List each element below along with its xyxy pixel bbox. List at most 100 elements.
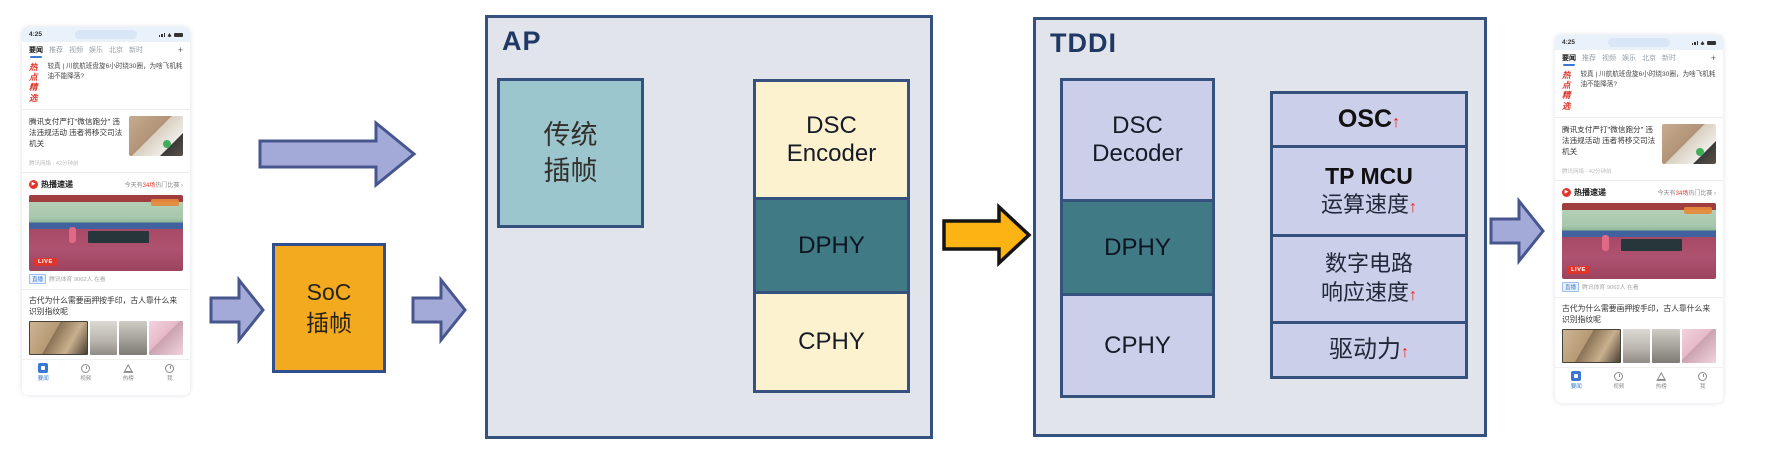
legacy-frame-insertion-box: 传统 插帧	[497, 78, 644, 228]
benefit-tp-mcu: TP MCU 运算速度↑	[1270, 145, 1468, 237]
battery-icon	[1707, 40, 1716, 45]
hot-picks-badge: 热点 精选	[1562, 70, 1571, 111]
hot-picks-row: 热点 精选 较真 | 川航航班盘旋6小时绕30圈，为啥飞机耗油不能降落?	[1555, 64, 1723, 115]
tddi-title: TDDI	[1050, 28, 1117, 58]
soc-label-line2: 插帧	[306, 310, 352, 336]
tab-top-news: 要闻	[29, 47, 43, 58]
ping-pong-table	[87, 231, 150, 244]
ap-block: AP 传统 插帧 DSC Encoder DPHY CPHY	[485, 15, 933, 439]
match-count: 34场	[1675, 190, 1689, 197]
news-icon	[1571, 371, 1582, 382]
tab-beijing: 北京	[109, 47, 123, 54]
benefit-tp-mcu-sub: 运算速度	[1320, 192, 1409, 218]
tddi-phy-stack: DSC Decoder DPHY CPHY	[1060, 78, 1215, 398]
phone-screenshot-right: 4:25 要闻 推荐 视频 娱乐 北京 新时 + 热点 精选 较真 | 川航航班…	[1555, 35, 1723, 403]
live-badge: LIVE	[34, 257, 57, 266]
divider	[22, 108, 190, 110]
ap-cphy-box: CPHY	[753, 291, 910, 393]
news-item-2-title: 古代为什么需要画押按手印，古人靠什么来识别指纹呢	[29, 295, 178, 317]
nav-item-trending: 热榜	[123, 363, 134, 382]
news-item-2-thumbnails	[22, 319, 190, 356]
news-item-1-title: 腾讯支付严打"微信跑分" 违法违规活动 违者将移交司法机关	[29, 116, 123, 148]
tddi-dphy-box: DPHY	[1060, 199, 1215, 296]
tab-entertainment: 娱乐	[1622, 55, 1636, 62]
notch-pill	[1608, 38, 1670, 47]
benefit-digital-circuit-sub: 响应速度	[1320, 280, 1409, 305]
thumbnail-fingerprint-1	[89, 321, 118, 356]
add-channel-icon: +	[1710, 53, 1716, 63]
live-section-title: 热播速递	[1574, 187, 1606, 197]
player-figure	[69, 226, 77, 243]
bottom-nav-bar: 要闻 视频 热榜 我	[22, 359, 190, 384]
battery-icon	[174, 32, 183, 37]
nav-item-video: 视频	[80, 363, 91, 382]
hot-picks-headline: 较真 | 川航航班盘旋6小时绕30圈，为啥飞机耗油不能降落?	[47, 63, 183, 80]
me-icon	[1698, 371, 1708, 381]
check-mark-icon	[1696, 147, 1704, 156]
phone-screenshot-left: 4:25 要闻 推荐 视频 娱乐 北京 新时 + 热点 精选 较真 | 川航航班…	[22, 27, 190, 395]
video-caption: 直播 腾讯体育 9062人 在看	[1555, 279, 1723, 295]
ap-title: AP	[502, 26, 542, 56]
news-item-2-title: 古代为什么需要画押按手印，古人靠什么来识别指纹呢	[1562, 303, 1711, 325]
tab-video: 视频	[69, 47, 83, 54]
tab-top-news: 要闻	[1562, 55, 1576, 66]
arrow-phone-to-soc	[209, 276, 265, 344]
phone-status-bar: 4:25	[22, 27, 190, 42]
status-time: 4:25	[1562, 39, 1576, 46]
bottom-nav-bar: 要闻 视频 热榜 我	[1555, 367, 1723, 392]
broadcaster-badge	[1684, 206, 1712, 214]
news-icon	[38, 363, 49, 374]
benefit-osc-label: OSC	[1337, 105, 1393, 133]
status-icons	[158, 32, 183, 37]
benefit-drive-strength-label: 驱动力	[1329, 336, 1401, 364]
video-clock-icon	[81, 363, 91, 373]
video-caption-text: 腾讯体育 9062人 在看	[1582, 285, 1639, 292]
dsc-decoder-box: DSC Decoder	[1060, 78, 1215, 202]
hot-picks-row: 热点 精选 较真 | 川航航班盘旋6小时绕30圈，为啥飞机耗油不能降落?	[22, 56, 190, 107]
me-icon	[165, 363, 175, 373]
video-caption: 直播 腾讯体育 9062人 在看	[22, 271, 190, 287]
nav-item-trending: 热榜	[1656, 371, 1667, 390]
divider	[22, 288, 190, 290]
arrow-tddi-to-phone	[1489, 197, 1545, 265]
thumbnail-fingerprint-2	[119, 321, 147, 356]
thumbnail-fingerprint-pink	[148, 321, 183, 356]
ping-pong-table	[1620, 239, 1683, 252]
play-circle-icon: ▶	[1562, 187, 1571, 197]
arrow-ap-to-tddi	[942, 203, 1032, 267]
benefit-digital-circuit-label: 数字电路	[1324, 251, 1413, 277]
live-tag: 直播	[29, 273, 47, 284]
ap-phy-stack: DSC Encoder DPHY CPHY	[753, 79, 910, 393]
match-count: 34场	[142, 182, 156, 189]
add-channel-icon: +	[177, 45, 183, 55]
live-section-title: 热播速递	[41, 179, 73, 189]
soc-frame-insertion-box: SoC 插帧	[272, 243, 386, 373]
live-video-thumbnail: LIVE	[1562, 202, 1716, 279]
arrow-soc-to-ap	[411, 276, 467, 344]
nav-item-me: 我	[165, 363, 175, 382]
up-arrow-icon: ↑	[1392, 114, 1401, 131]
news-item-1: 腾讯支付严打"微信跑分" 违法违规活动 违者将移交司法机关	[1555, 120, 1723, 165]
nav-item-me: 我	[1698, 371, 1708, 390]
trending-icon	[123, 363, 134, 373]
benefit-tp-mcu-label: TP MCU	[1325, 163, 1413, 190]
trending-icon	[1656, 371, 1667, 381]
video-clock-icon	[1614, 371, 1624, 381]
divider	[1555, 116, 1723, 118]
news-tab-bar: 要闻 推荐 视频 娱乐 北京 新时 +	[1555, 50, 1723, 66]
play-circle-icon: ▶	[29, 179, 38, 189]
live-section-header: ▶ 热播速递 今天有34场热门比赛 ›	[22, 175, 190, 193]
check-mark-icon	[163, 139, 171, 148]
live-badge: LIVE	[1567, 265, 1590, 274]
status-time: 4:25	[29, 31, 43, 38]
tab-beijing: 北京	[1642, 55, 1656, 62]
player-figure	[1602, 234, 1610, 251]
thumbnail-fingerprint-1	[1622, 329, 1651, 364]
hot-picks-badge: 热点 精选	[29, 62, 38, 103]
thumbnail-fingerprint-2	[1652, 329, 1680, 364]
status-icons	[1691, 40, 1716, 45]
tab-recommend: 推荐	[1582, 55, 1596, 62]
tab-entertainment: 娱乐	[89, 47, 103, 54]
up-arrow-icon: ↑	[1409, 199, 1417, 217]
